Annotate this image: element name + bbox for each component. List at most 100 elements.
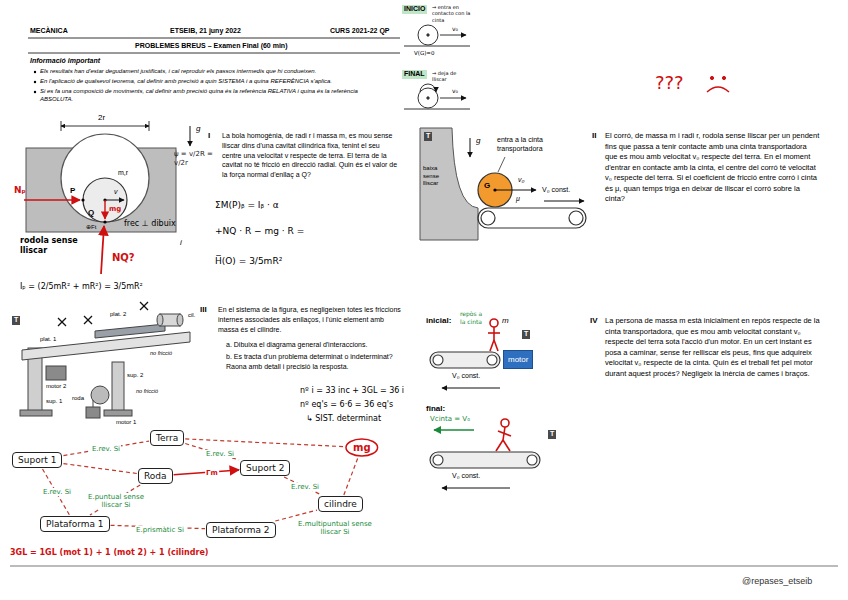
interaction-box: Terra [150, 430, 184, 446]
sketch [440, 35, 466, 36]
conveyor-belt [430, 352, 500, 368]
dimension-line [61, 121, 149, 131]
problem-number: III [200, 305, 207, 315]
sketch [420, 84, 436, 92]
sad-face [707, 76, 729, 92]
mass-label: m [502, 316, 509, 326]
point-label: G [484, 181, 490, 191]
part-label: cil. [188, 312, 195, 320]
roller [478, 157, 584, 207]
ramp [420, 128, 478, 240]
mechanism [177, 314, 183, 326]
massless-mark [58, 318, 66, 326]
reference-tag: T [522, 330, 530, 339]
conveyor-belt [478, 208, 586, 228]
instruction-item: Els resultats han d'estar degudament jus… [40, 68, 385, 76]
node-text: Terra [156, 433, 178, 443]
note-heading: Informació important [30, 57, 100, 66]
mechanism [95, 324, 165, 338]
ball [83, 178, 127, 222]
node-text: mg [353, 442, 371, 453]
ball [81, 178, 127, 224]
force-arrow [104, 200, 105, 219]
massless-mark [140, 302, 148, 310]
sketch [404, 109, 470, 110]
page-title: PROBLEMES BREUS – Examen Final (60 min) [135, 42, 287, 51]
instruction-item: En l'aplicació de qualsevol teorema, cal… [40, 78, 385, 86]
conveyor-belt [487, 355, 497, 365]
conveyor-belt [430, 452, 540, 468]
header-field: MECÀNICA [30, 27, 68, 36]
header-field: CURS 2021-22 QP [330, 27, 390, 36]
problem-statement: En el sistema de la figura, es negligeix… [218, 305, 403, 334]
joint-label: E.rev. Si [42, 488, 72, 496]
part-label: sup. 1 [46, 398, 62, 406]
person-figure [488, 332, 500, 334]
force-label: mg [109, 205, 121, 214]
massless-mark [140, 302, 148, 310]
part-label: plat. 2 [110, 311, 126, 319]
velocity-arrow [442, 388, 500, 389]
person-figure [498, 431, 511, 436]
interaction-box: Plataforma 1 [40, 516, 110, 532]
interaction-box: Suport 1 [12, 452, 62, 468]
ball [103, 220, 106, 223]
sketch [418, 25, 438, 45]
note: repòs a la cinta [460, 310, 488, 325]
ramp [420, 128, 478, 240]
gravity-label: g [196, 124, 200, 134]
cavity-block [61, 134, 149, 222]
equation: ΣM(P)ᵦ = Iᵦ · α [215, 200, 279, 211]
gravity-arrow [470, 138, 471, 157]
gravity-arrow [470, 138, 471, 157]
node-text: cilindre [324, 499, 357, 509]
conveyor-belt [569, 211, 583, 225]
bullet-dot [34, 71, 36, 73]
velocity-arrow [434, 388, 510, 488]
sad-face [710, 76, 713, 79]
interaction-link [63, 464, 137, 474]
force-arrow [101, 226, 104, 274]
node-text: Suport 1 [18, 455, 56, 465]
dimension-line [61, 121, 62, 131]
note: entra a la cinta transportadora [497, 136, 581, 154]
note: → deja de lliscar [432, 70, 470, 83]
roller [498, 157, 505, 172]
conveyor-belt [430, 352, 540, 468]
problem-statement: a. Dibuixa el diagrama general d'interac… [226, 340, 403, 350]
node-text: Plataforma 2 [212, 525, 270, 535]
problem-number: IV [590, 316, 598, 326]
circle-outline [346, 439, 378, 456]
calculation: nº eq's = 6·6 = 36 eq's [300, 400, 393, 410]
problem-statement: La bola homogènia, de radi r i massa m, … [222, 131, 400, 180]
calculation: ↳ SIST. determinat [306, 414, 381, 424]
person-figure [503, 440, 510, 451]
handwritten-note: ψ̇ = v/2R = v/2r [174, 150, 218, 168]
force-arrow [24, 199, 80, 201]
note: ??? [655, 72, 684, 95]
massless-mark [84, 316, 92, 324]
interaction-box: cilindre [318, 496, 363, 512]
roller [495, 190, 536, 191]
header-rule [28, 38, 400, 53]
header-field: ETSEIB, 21 juny 2022 [170, 27, 241, 36]
person-figure [488, 319, 511, 451]
sketch [404, 25, 470, 109]
person-figure [496, 440, 503, 451]
bullet-dot [34, 71, 36, 93]
footer-rule [10, 566, 838, 567]
note: no fricció [150, 350, 172, 357]
node-text: Roda [144, 471, 167, 481]
ball [81, 198, 84, 201]
note: baixa sense lliscar [423, 165, 449, 188]
footer-rule [10, 566, 838, 567]
massless-mark [58, 302, 148, 326]
person-figure [490, 340, 494, 351]
velocity-label: v₀ [452, 25, 458, 33]
header-rule [28, 38, 400, 39]
cavity-block [26, 134, 176, 232]
bullet-dot [34, 91, 36, 93]
joint-label: E.rev. Si [91, 445, 121, 453]
